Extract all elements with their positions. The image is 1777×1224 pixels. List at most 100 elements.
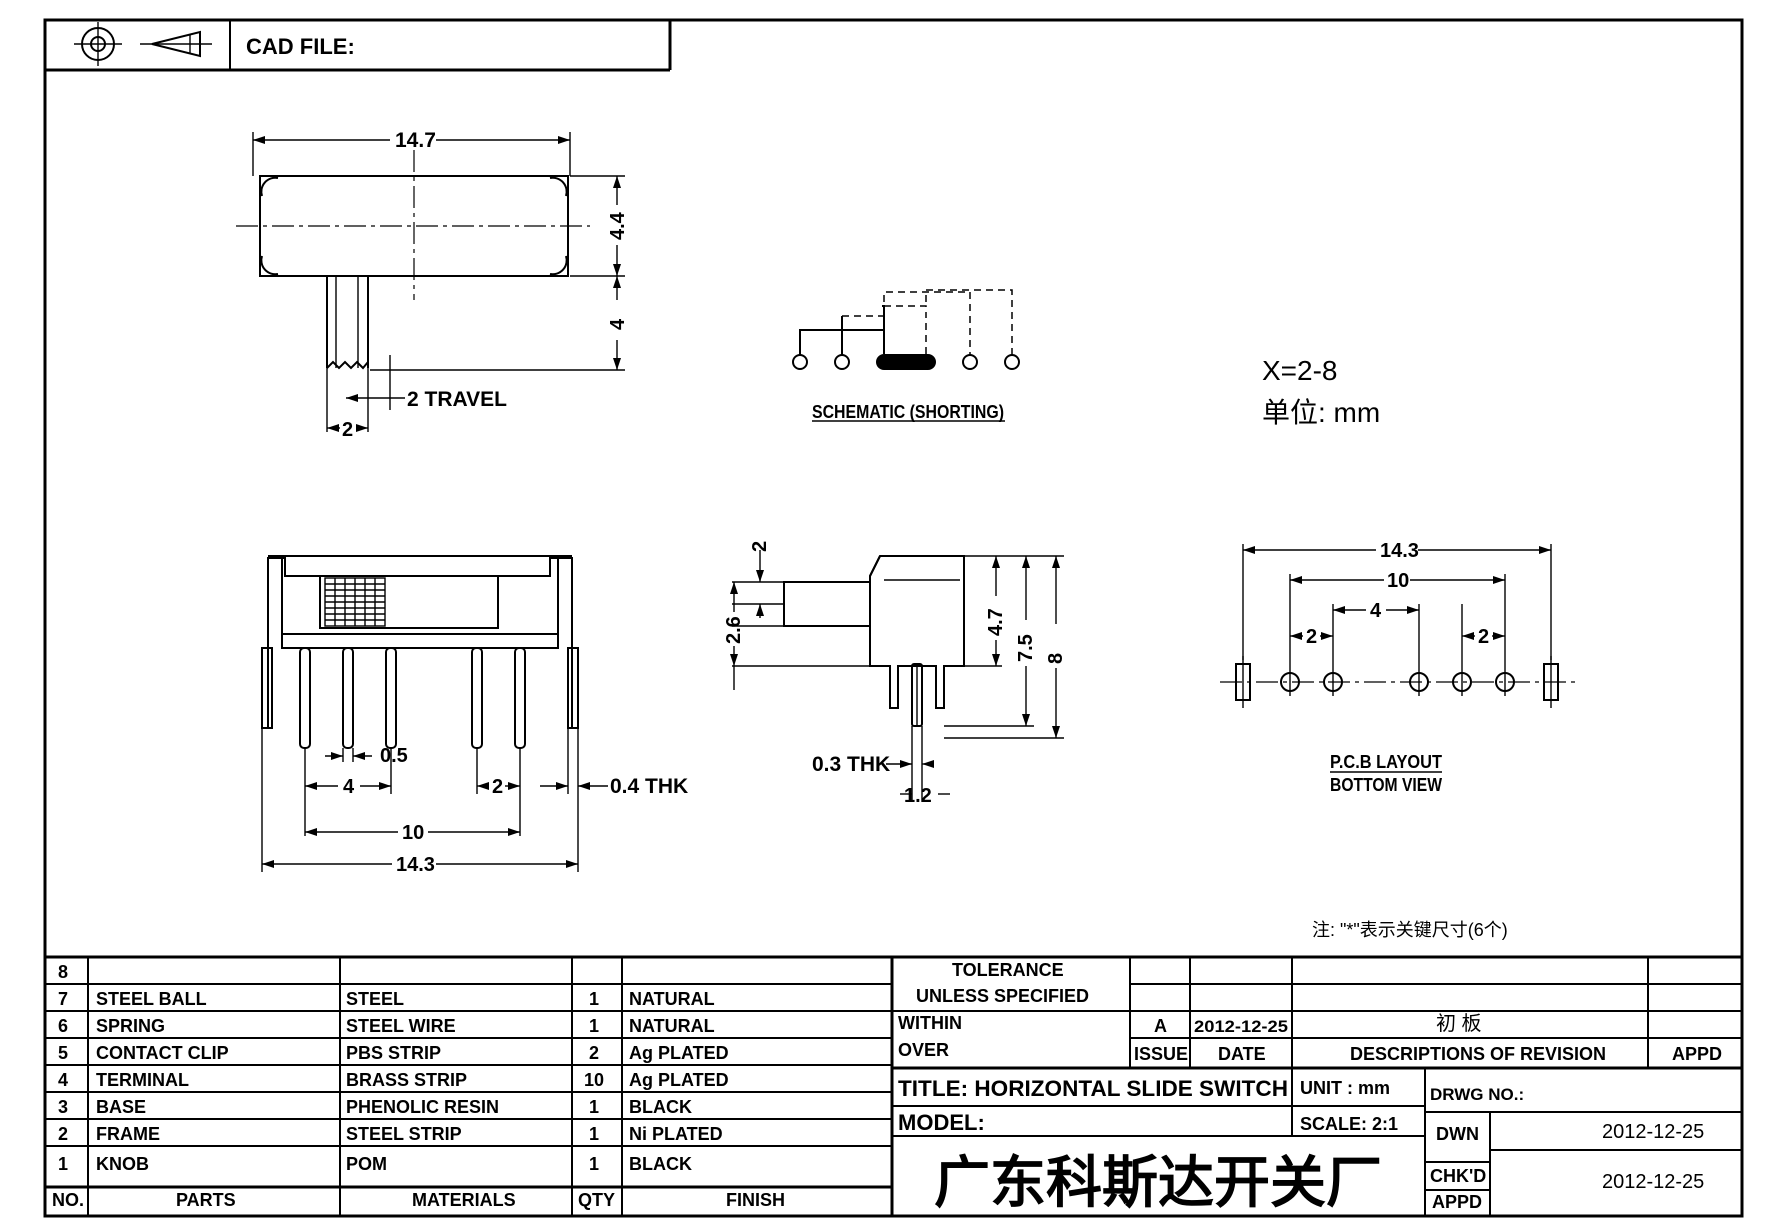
side-view: [730, 550, 1064, 800]
table-row: 2 FRAME STEEL STRIP 1 Ni PLATED: [58, 1124, 723, 1144]
bom-material: STEEL: [346, 989, 404, 1009]
bom-finish: NATURAL: [629, 1016, 715, 1036]
bom-material: PBS STRIP: [346, 1043, 441, 1063]
table-row: 5 CONTACT CLIP PBS STRIP 2 Ag PLATED: [58, 1043, 729, 1063]
bom-header-finish: FINISH: [726, 1190, 785, 1210]
side-view-dim-4-7: 4.7: [985, 608, 1007, 636]
pcb-pitch-4: 4: [1370, 600, 1382, 622]
pcb-span-10: 10: [1387, 570, 1409, 592]
bom-no: 2: [58, 1124, 68, 1144]
bom-finish: BLACK: [629, 1154, 692, 1174]
bom-header-no: NO.: [52, 1190, 84, 1210]
unless-specified-label: UNLESS SPECIFIED: [916, 986, 1089, 1006]
bom-qty: 1: [589, 1154, 599, 1174]
bom-part: KNOB: [96, 1154, 149, 1174]
pcb-span-14-3: 14.3: [1380, 540, 1419, 562]
bom-qty: 2: [589, 1043, 599, 1063]
bom-no: 5: [58, 1043, 68, 1063]
bom-rows: 8 7 STEEL BALL STEEL 1 NATURAL 6 SPRING …: [58, 962, 729, 1174]
bom-no: 8: [58, 962, 68, 982]
side-view-thickness: 0.3 THK: [812, 753, 890, 776]
top-view-width-dim: 14.7: [395, 129, 436, 152]
bom-table-grid: [45, 955, 1742, 1216]
bom-header-row: NO. PARTS MATERIALS QTY FINISH: [52, 1190, 785, 1210]
bom-finish: BLACK: [629, 1097, 692, 1117]
x-range-note: X=2-8: [1262, 355, 1338, 386]
issue-label: ISSUE: [1134, 1044, 1188, 1064]
pcb-bottom-view-label: BOTTOM VIEW: [1330, 775, 1442, 795]
bom-part: CONTACT CLIP: [96, 1043, 229, 1063]
drawn-date: 2012-12-25: [1602, 1121, 1704, 1143]
revision-letter: A: [1154, 1016, 1167, 1036]
within-label: WITHIN: [898, 1013, 962, 1033]
bom-no: 1: [58, 1154, 68, 1174]
bom-finish: Ag PLATED: [629, 1043, 729, 1063]
front-view-pitch-2: 2: [492, 776, 503, 798]
checked-by-label: CHK'D: [1430, 1166, 1486, 1186]
drawing-title: TITLE: HORIZONTAL SLIDE SWITCH: [898, 1076, 1288, 1101]
bom-part: TERMINAL: [96, 1070, 189, 1090]
table-row: 3 BASE PHENOLIC RESIN 1 BLACK: [58, 1097, 692, 1117]
schematic-diagram: [792, 289, 1020, 422]
unit-note: 单位: mm: [1262, 397, 1380, 428]
unit-label: UNIT : mm: [1300, 1078, 1390, 1098]
bom-header-parts: PARTS: [176, 1190, 236, 1210]
title-block-grid: [892, 957, 1742, 1216]
appd-label: APPD: [1672, 1044, 1722, 1064]
bom-part: STEEL BALL: [96, 989, 207, 1009]
first-angle-projection-icon: [74, 22, 212, 66]
table-row: 1 KNOB POM 1 BLACK: [58, 1154, 692, 1174]
approved-by-label: APPD: [1432, 1192, 1482, 1212]
company-name: 广东科斯达开关厂: [934, 1151, 1382, 1214]
bom-material: STEEL WIRE: [346, 1016, 456, 1036]
checked-approved-date: 2012-12-25: [1602, 1171, 1704, 1193]
bom-no: 3: [58, 1097, 68, 1117]
bom-part: BASE: [96, 1097, 146, 1117]
bom-qty: 1: [589, 989, 599, 1009]
front-view-pitch-small: 0.5: [380, 745, 408, 767]
bom-qty: 1: [589, 1016, 599, 1036]
table-row: 7 STEEL BALL STEEL 1 NATURAL: [58, 989, 715, 1009]
pcb-layout: [1220, 544, 1580, 773]
pcb-pitch-2-left: 2: [1306, 626, 1317, 648]
scale-label: SCALE: 2:1: [1300, 1114, 1398, 1134]
front-view-thickness: 0.4 THK: [610, 775, 688, 798]
side-view-dim-2-6: 2.6: [723, 616, 745, 644]
bom-material: PHENOLIC RESIN: [346, 1097, 499, 1117]
date-label: DATE: [1218, 1044, 1266, 1064]
bom-no: 7: [58, 989, 68, 1009]
side-view-dim-1-2: 1.2: [904, 785, 932, 807]
side-view-dim-8: 8: [1045, 653, 1067, 664]
front-view-span-10: 10: [402, 822, 424, 844]
descriptions-of-revision-label: DESCRIPTIONS OF REVISION: [1350, 1044, 1606, 1064]
model-label: MODEL:: [898, 1110, 985, 1135]
bom-material: BRASS STRIP: [346, 1070, 467, 1090]
bom-no: 4: [58, 1070, 68, 1090]
table-row: 4 TERMINAL BRASS STRIP 10 Ag PLATED: [58, 1070, 729, 1090]
bom-header-materials: MATERIALS: [412, 1190, 516, 1210]
side-view-dim-2: 2: [749, 541, 771, 552]
tolerance-label: TOLERANCE: [952, 960, 1064, 980]
bom-qty: 10: [584, 1070, 604, 1090]
top-view-knob-dim: 4: [607, 318, 629, 330]
bom-part: SPRING: [96, 1016, 165, 1036]
revision-description: 初 板: [1436, 1012, 1482, 1035]
table-row: 8: [58, 962, 68, 982]
drawing-number-label: DRWG NO.:: [1430, 1085, 1524, 1104]
bom-qty: 1: [589, 1097, 599, 1117]
front-view-span-14-3: 14.3: [396, 854, 435, 876]
over-label: OVER: [898, 1040, 949, 1060]
bom-header-qty: QTY: [578, 1190, 615, 1210]
pcb-pitch-2-right: 2: [1478, 626, 1489, 648]
bom-finish: NATURAL: [629, 989, 715, 1009]
bom-material: POM: [346, 1154, 387, 1174]
side-view-dim-7-5: 7.5: [1015, 634, 1037, 662]
top-view-travel-dim: 2 TRAVEL: [407, 388, 507, 411]
front-view-pitch-4: 4: [343, 776, 355, 798]
table-row: 6 SPRING STEEL WIRE 1 NATURAL: [58, 1016, 715, 1036]
bom-qty: 1: [589, 1124, 599, 1144]
bom-finish: Ni PLATED: [629, 1124, 723, 1144]
pcb-layout-label: P.C.B LAYOUT: [1330, 752, 1442, 772]
schematic-label: SCHEMATIC (SHORTING): [812, 402, 1004, 422]
